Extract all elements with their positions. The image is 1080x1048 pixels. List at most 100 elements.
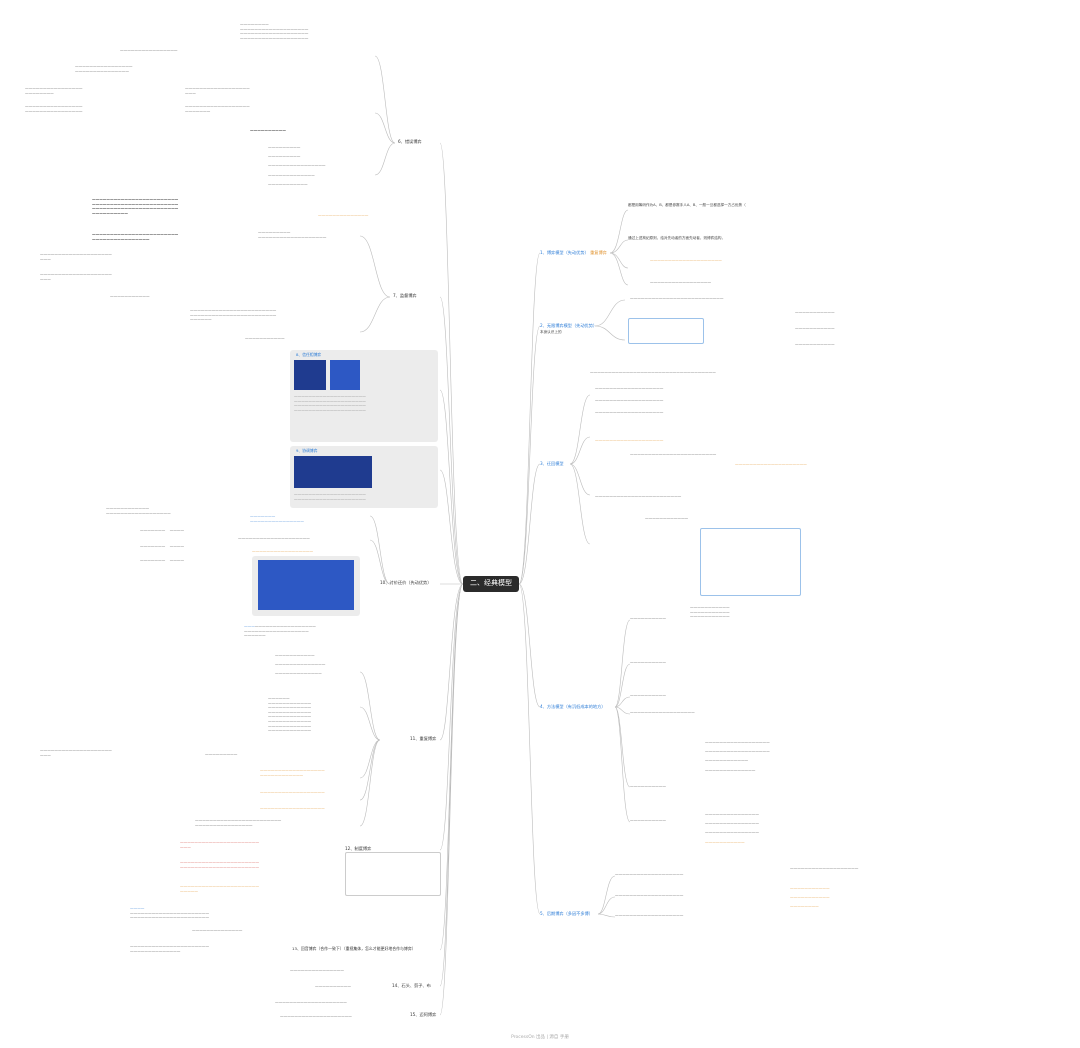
b3-orange: ——————————————————— <box>595 438 664 442</box>
b4-list3: ————————————————————————————————————————… <box>705 812 759 844</box>
branch-5[interactable]: 5、后期博弈（多因不多博） <box>540 911 593 916</box>
b6-a: ———————————————— <box>120 48 178 52</box>
b7-d: ——————————————————————— <box>40 272 112 281</box>
b8-text: ————————————————————————————————————————… <box>294 394 366 412</box>
b3-line-b: ——————————————————— <box>595 386 664 390</box>
b4-b: —————————— <box>630 660 666 664</box>
branch-1-line-0: 都是用筹码作为A、B、都是参赛手人A、B、一般一旦都选择一方占优势（ <box>628 203 746 207</box>
b10-d: ——————— ———— <box>140 558 185 562</box>
b3-line-f: ———————————————————————— <box>595 494 682 498</box>
branch-10-title: 10、讨价还价（先动优势） <box>380 580 432 585</box>
b4-list: ————————————————————————————————— <box>690 605 730 619</box>
b2-line-a: —————————————————————————— <box>630 296 724 300</box>
b13-a: ————————————————————————————————————————… <box>130 906 210 920</box>
b7-c: ——————————————————————— <box>40 252 112 261</box>
b2-list-a: ——————————— <box>795 310 835 314</box>
branch-5-title: 5、后期博弈（多因不多博） <box>540 911 593 916</box>
branch-4-title: 4、方法模型（有沉低成本的地方） <box>540 704 606 709</box>
b10-a: —————————————————————————————— <box>106 506 171 515</box>
b12-diagram <box>345 852 441 896</box>
b8-image-a <box>294 360 326 390</box>
b13-b: —————————————— <box>192 928 243 932</box>
b4-list2: ————————————————————————————————————————… <box>705 740 770 772</box>
b5-d: ——————————————————— <box>790 866 859 870</box>
branch-3-title: 3、迁回模型 <box>540 461 564 466</box>
b3-box <box>700 528 801 596</box>
branch-15[interactable]: 15、迈阿博弈 <box>410 1012 436 1017</box>
b6-b: ——————————————————————————————— <box>75 64 133 73</box>
b6-g: —————————— <box>250 128 286 132</box>
branch-2[interactable]: 2、无限博弈模型（先动优势） <box>540 323 597 328</box>
b6-orange: —————————————— <box>318 213 369 217</box>
b11-d: ————————— <box>205 752 238 756</box>
b3-line-e: ———————————————————————— <box>630 452 717 456</box>
b6-f: ————————————————————————— <box>185 104 250 113</box>
b11-c: ——————————————————————— <box>40 748 112 757</box>
b10-blue: —————————————————————— <box>250 514 304 523</box>
branch-9-title: 9、协调博弈 <box>296 448 318 453</box>
b8-card: ————————————————————————————————————————… <box>290 350 438 442</box>
b10-b: ——————— ———— <box>140 528 185 532</box>
branch-6[interactable]: 6、错误博弈 <box>398 139 422 144</box>
b4-f: —————————— <box>630 818 666 822</box>
center-node[interactable]: 二、经典模型 <box>463 576 519 592</box>
branch-3[interactable]: 3、迁回模型 <box>540 461 564 466</box>
b3-orange-b: ———————————————————— <box>735 462 807 466</box>
branch-13[interactable]: 13、回音博弈（合作一致下）（重视集体，怎么才能更好地合作与博弈） <box>292 946 416 951</box>
b10-f: ————————————————— <box>252 549 314 553</box>
b9-text: ———————————————————————————————————————— <box>294 492 366 501</box>
b5-b: ——————————————————— <box>615 893 684 897</box>
b7-g: ————————————————————————————————————————… <box>190 308 277 322</box>
branch-9[interactable]: 9、协调博弈 <box>296 448 317 453</box>
b4-d: —————————————————— <box>630 710 695 714</box>
b1-sub-c: ————————————————— <box>650 280 712 284</box>
branch-2-title: 2、无限博弈模型（先动优势） <box>540 323 598 328</box>
b5-e: —————————————————————————————— <box>790 886 830 909</box>
branch-14[interactable]: 14、石头、剪子、布 <box>392 983 431 988</box>
branch-1[interactable]: 1、博弈模型（先动优势） 重复博弈 <box>540 250 607 255</box>
branch-11-title: 11、重复博弈 <box>410 736 437 741</box>
b13-c: ———————————————————————————————————— <box>130 944 210 953</box>
branch-7[interactable]: 7、监督博弈 <box>393 293 417 298</box>
b7-a: ————————————————————————————————————————… <box>92 197 179 215</box>
b4-c: —————————— <box>630 693 666 697</box>
branch-12[interactable]: 12、制度博弈 <box>345 846 371 851</box>
footer: ProcessOn 出品 | 源自 手册 <box>0 1034 1080 1040</box>
b9-image <box>294 456 372 488</box>
b15-a: ———————————————————— <box>280 1014 352 1018</box>
b7-e: ——————————— <box>110 294 150 298</box>
b9-card: ———————————————————————————————————————— <box>290 446 438 508</box>
b11-g: —————————————————— <box>260 806 325 810</box>
branch-4[interactable]: 4、方法模型（有沉低成本的地方） <box>540 704 605 709</box>
b7-b: ———————————————————————————————————————— <box>92 232 179 241</box>
branch-6-title: 6、错误博弈 <box>398 139 422 144</box>
branch-11[interactable]: 11、重复博弈 <box>410 736 436 741</box>
b6-list: ————————————————————————————————————————… <box>268 145 326 186</box>
b8-image-b <box>330 360 360 390</box>
b3-line-a: ——————————————————————————————————— <box>590 370 716 374</box>
b3-line-g: ———————————— <box>645 516 689 520</box>
branch-1-title: 1、博弈模型（先动优势） <box>540 250 589 255</box>
b4-a: —————————— <box>630 616 666 620</box>
b11-a: —————————————————————————————————————— <box>275 653 326 676</box>
b5-c: ——————————————————— <box>615 913 684 917</box>
b10-c: ——————— ———— <box>140 544 185 548</box>
b1-orange-a: ———————————————————— <box>650 258 722 262</box>
b6-top: ————————————————————————————————————————… <box>240 22 309 40</box>
b6-e: ———————————————————————————————— <box>25 104 83 113</box>
b11-b: ————————————————————————————————————————… <box>268 696 312 733</box>
branch-8[interactable]: 8、信任相博弈 <box>296 352 321 357</box>
b4-e: —————————— <box>630 784 666 788</box>
b2-list-b: ——————————— <box>795 326 835 330</box>
b10-image <box>258 560 354 610</box>
b3-line-c: ——————————————————— <box>595 398 664 402</box>
branch-12-title: 12、制度博弈 <box>345 846 372 851</box>
branch-14-title: 14、石头、剪子、布 <box>392 983 431 988</box>
branch-10[interactable]: 10、讨价还价（先动优势） <box>380 580 431 585</box>
b6-c: ———————————————————————— <box>25 86 83 95</box>
branch-1-line-1: 通过上述拘纪原则，给对先动者的方面先动者，则博弈结构， <box>628 236 726 240</box>
b3-line-d: ——————————————————— <box>595 410 664 414</box>
b12-c: ——————————————————————————— <box>180 884 260 893</box>
b2-list-c: ——————————— <box>795 342 835 346</box>
b10-e: ———————————————————— <box>238 536 310 540</box>
